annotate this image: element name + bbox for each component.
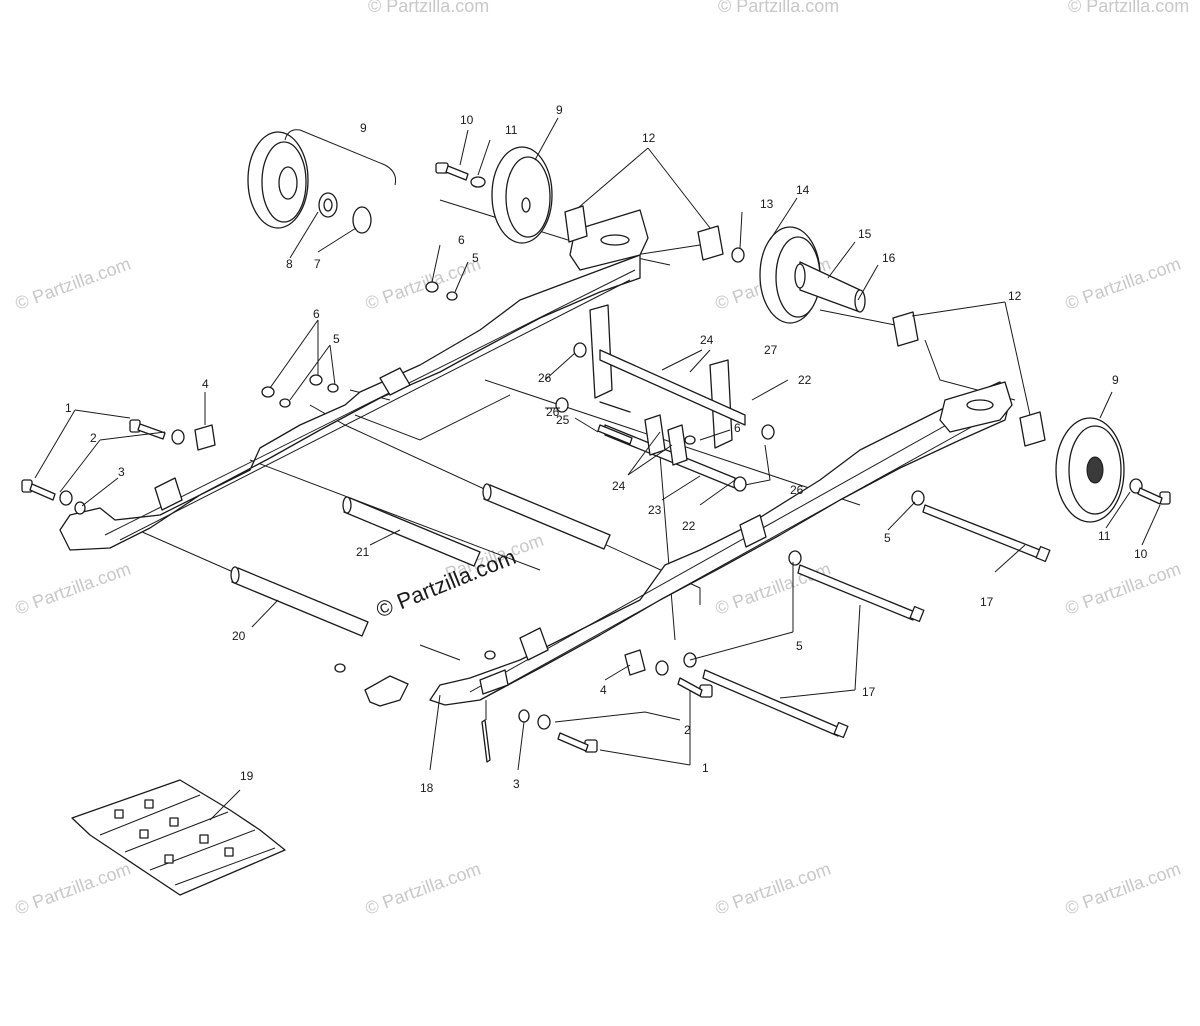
callout-19: 19	[240, 769, 254, 783]
small-hardware	[21, 162, 1171, 763]
rear-axle-assembly	[759, 226, 866, 324]
callout-22: 22	[798, 373, 812, 387]
callout-14: 14	[796, 183, 810, 197]
callout-15: 15	[858, 227, 872, 241]
callout-22: 22	[682, 519, 696, 533]
right-rail	[429, 381, 1013, 706]
callout-6: 6	[313, 307, 320, 321]
watermark-grid: © Partzilla.com © Partzilla.com © Partzi…	[13, 0, 1190, 919]
watermark: © Partzilla.com	[713, 558, 834, 618]
callout-24: 24	[612, 479, 626, 493]
callout-24: 24	[700, 333, 714, 347]
callout-8: 8	[286, 257, 293, 271]
callout-9: 9	[556, 103, 563, 117]
callout-12: 12	[642, 131, 656, 145]
callout-16: 16	[882, 251, 896, 265]
round-bars	[230, 483, 611, 637]
callout-11: 11	[505, 123, 518, 137]
wheel-upper-left	[247, 131, 372, 234]
watermark: © Partzilla.com	[363, 253, 484, 313]
callout-17: 17	[862, 685, 876, 699]
watermark-main: © Partzilla.com	[373, 544, 520, 623]
watermark: © Partzilla.com	[13, 253, 134, 313]
callout-17: 17	[980, 595, 994, 609]
assembly-lines	[114, 199, 1016, 661]
callout-3: 3	[513, 777, 520, 791]
watermark: © Partzilla.com	[1063, 558, 1184, 618]
callout-10: 10	[1134, 547, 1148, 561]
callout-27: 27	[764, 343, 778, 357]
callout-5: 5	[796, 639, 803, 653]
watermark: © Partzilla.com	[363, 858, 484, 918]
callout-21: 21	[356, 545, 370, 559]
callout-1: 1	[702, 761, 709, 775]
watermark: © Partzilla.com	[718, 0, 839, 16]
watermark: © Partzilla.com	[13, 858, 134, 918]
callout-25: 25	[556, 413, 570, 427]
callout-4: 4	[600, 683, 607, 697]
long-bolts	[702, 504, 1051, 739]
callout-23: 23	[648, 503, 662, 517]
callouts: 1 1 2 2 3 3 4 4 5 5 5 5 6 6 6 7 8 9 9 9 …	[65, 103, 1148, 795]
callout-26: 26	[790, 483, 804, 497]
callout-5: 5	[472, 251, 479, 265]
callout-26: 26	[538, 371, 552, 385]
callout-1: 1	[65, 401, 72, 415]
callout-4: 4	[202, 377, 209, 391]
callout-6: 6	[458, 233, 465, 247]
callout-5: 5	[333, 332, 340, 346]
callout-7: 7	[314, 257, 321, 271]
watermark: © Partzilla.com	[1063, 253, 1184, 313]
watermark: © Partzilla.com	[1063, 858, 1184, 918]
watermark: © Partzilla.com	[368, 0, 489, 16]
watermark: © Partzilla.com	[713, 858, 834, 918]
callout-11: 11	[1098, 529, 1111, 543]
callout-26: 26	[546, 405, 560, 419]
callout-13: 13	[760, 197, 774, 211]
callout-20: 20	[232, 629, 246, 643]
callout-6: 6	[734, 421, 741, 435]
watermark: © Partzilla.com	[1068, 0, 1189, 16]
callout-5: 5	[884, 531, 891, 545]
callout-9: 9	[1112, 373, 1119, 387]
callout-3: 3	[118, 465, 125, 479]
track	[71, 779, 286, 896]
watermark: © Partzilla.com	[13, 558, 134, 618]
leader-lines	[34, 117, 1161, 821]
wheel-right	[1055, 417, 1125, 523]
callout-2: 2	[90, 431, 97, 445]
callout-2: 2	[684, 723, 691, 737]
callout-12: 12	[1008, 289, 1022, 303]
left-rail	[59, 209, 649, 551]
callout-10: 10	[460, 113, 474, 127]
callout-18: 18	[420, 781, 434, 795]
wheel-upper-middle	[491, 146, 553, 244]
callout-9: 9	[360, 121, 367, 135]
cross-shaft-assembly	[589, 304, 746, 489]
